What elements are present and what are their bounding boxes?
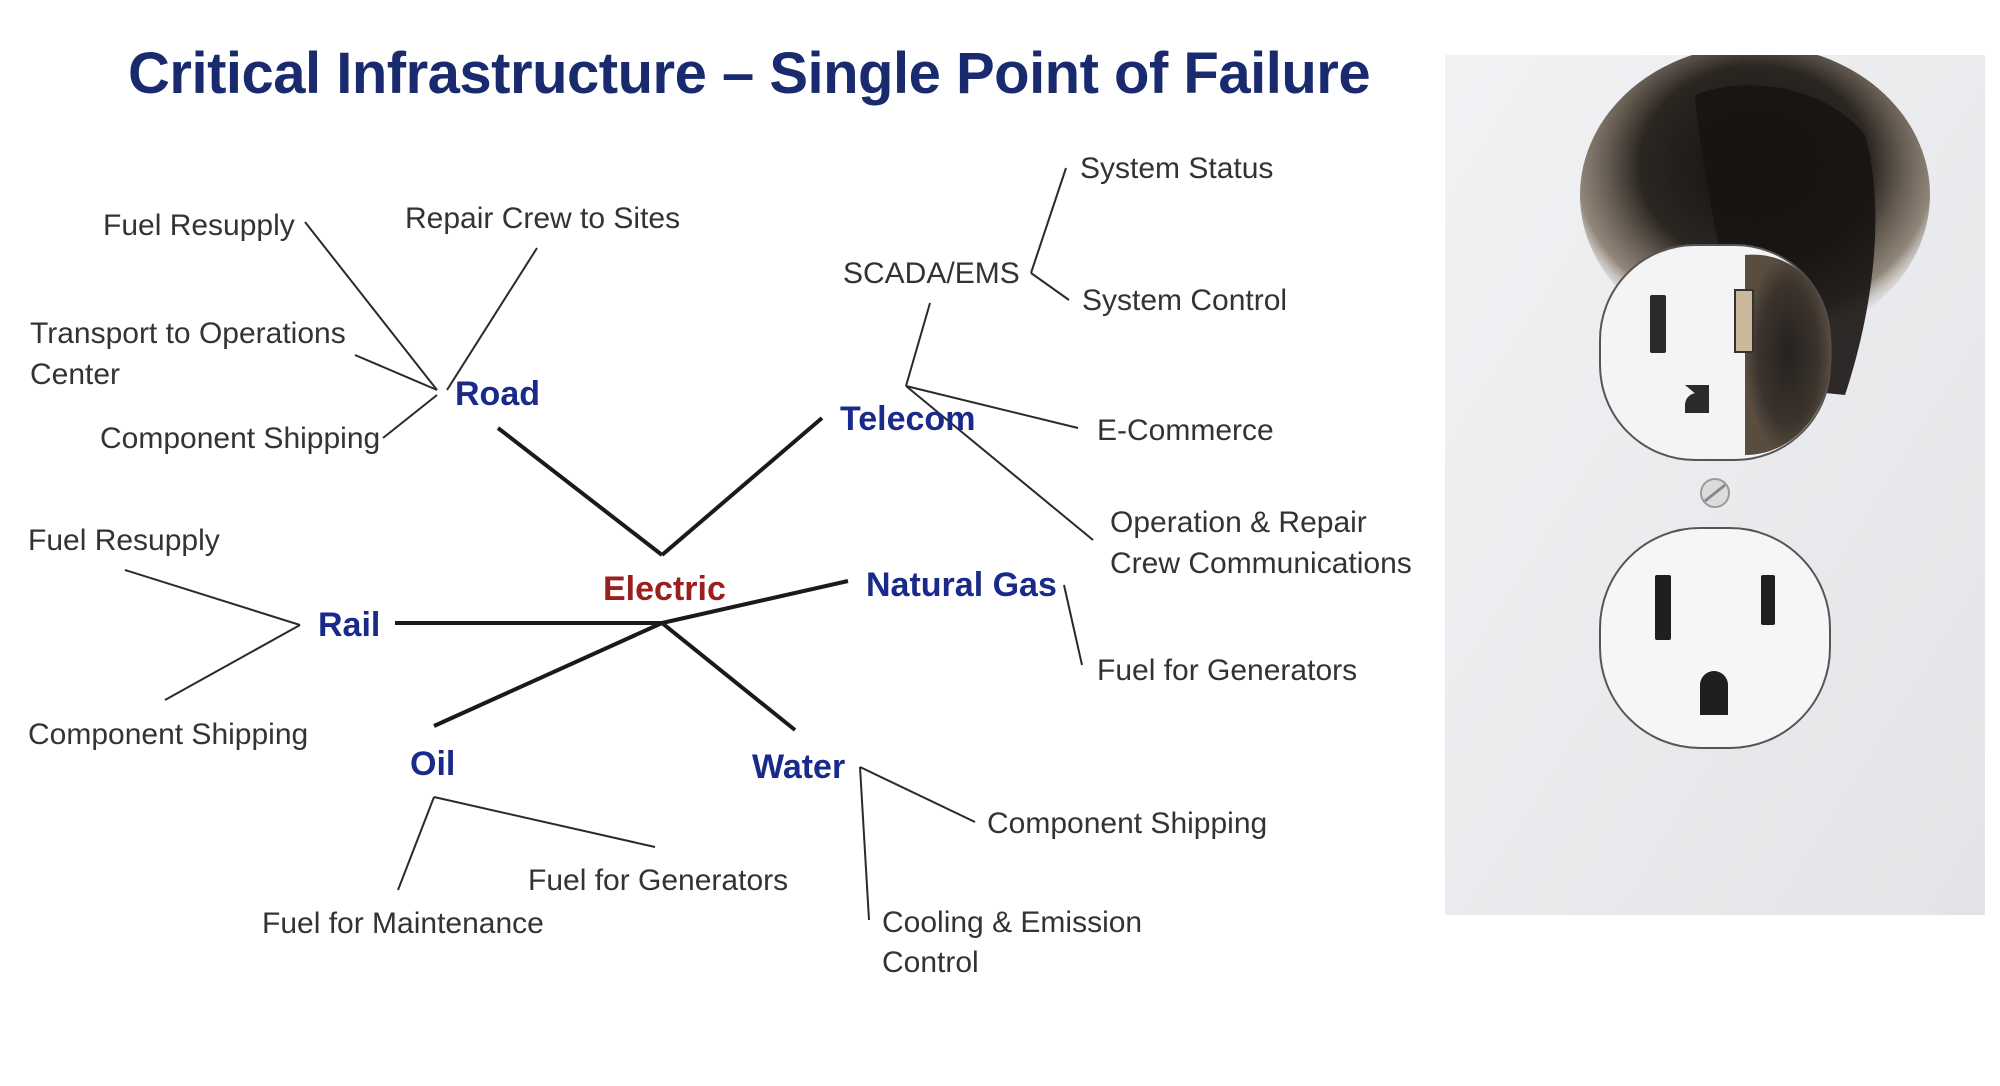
burnt-outlet-image (1445, 55, 1985, 915)
natural-gas-connectors (1063, 584, 1083, 666)
connector-hub-water (660, 621, 797, 732)
rail-connectors (124, 569, 301, 701)
oil-fuel-for-maintenance: Fuel for Maintenance (262, 907, 544, 940)
telecom-connectors (905, 167, 1094, 541)
diagram-title: Critical Infrastructure – Single Point o… (128, 41, 1371, 106)
hub-rail: Rail (318, 606, 380, 644)
telecom-operation-line2: Crew Communications (1110, 547, 1412, 580)
oil-fuel-for-generators: Fuel for Generators (528, 864, 788, 897)
road-transport-line2: Center (30, 358, 120, 391)
telecom-system-status: System Status (1080, 152, 1273, 185)
road-repair-crew: Repair Crew to Sites (405, 202, 680, 235)
connector-electric-telecom (660, 416, 824, 557)
telecom-scada: SCADA/EMS (843, 257, 1020, 290)
road-component-shipping: Component Shipping (100, 422, 380, 455)
hub-road: Road (455, 375, 540, 413)
hub-telecom: Telecom (840, 400, 975, 438)
oil-connectors (397, 796, 656, 891)
road-connectors (304, 221, 538, 439)
connector-electric-road (496, 426, 664, 557)
water-cooling-line1: Cooling & Emission (882, 906, 1142, 939)
telecom-ecommerce: E-Commerce (1097, 414, 1274, 447)
main-connectors (395, 416, 849, 732)
hub-water: Water (752, 748, 845, 786)
road-fuel-resupply: Fuel Resupply (103, 209, 295, 242)
plate-screw (1700, 478, 1730, 508)
telecom-system-control: System Control (1082, 284, 1287, 317)
center-node-electric: Electric (603, 570, 726, 608)
hub-natural-gas: Natural Gas (866, 566, 1057, 604)
rail-component-shipping: Component Shipping (28, 718, 308, 751)
top-receptacle (1599, 244, 1832, 461)
road-transport-line1: Transport to Operations (30, 317, 346, 350)
rail-fuel-resupply: Fuel Resupply (28, 524, 220, 557)
telecom-operation-line1: Operation & Repair (1110, 506, 1367, 539)
water-cooling-line2: Control (882, 946, 979, 979)
water-connectors (859, 766, 976, 921)
hub-oil: Oil (410, 745, 455, 783)
natural-gas-fuel-for-generators: Fuel for Generators (1097, 654, 1357, 687)
connector-hub-oil (433, 621, 663, 728)
connector-hub-natural-gas (661, 579, 849, 625)
bottom-receptacle (1599, 527, 1831, 749)
water-component-shipping: Component Shipping (987, 807, 1267, 840)
